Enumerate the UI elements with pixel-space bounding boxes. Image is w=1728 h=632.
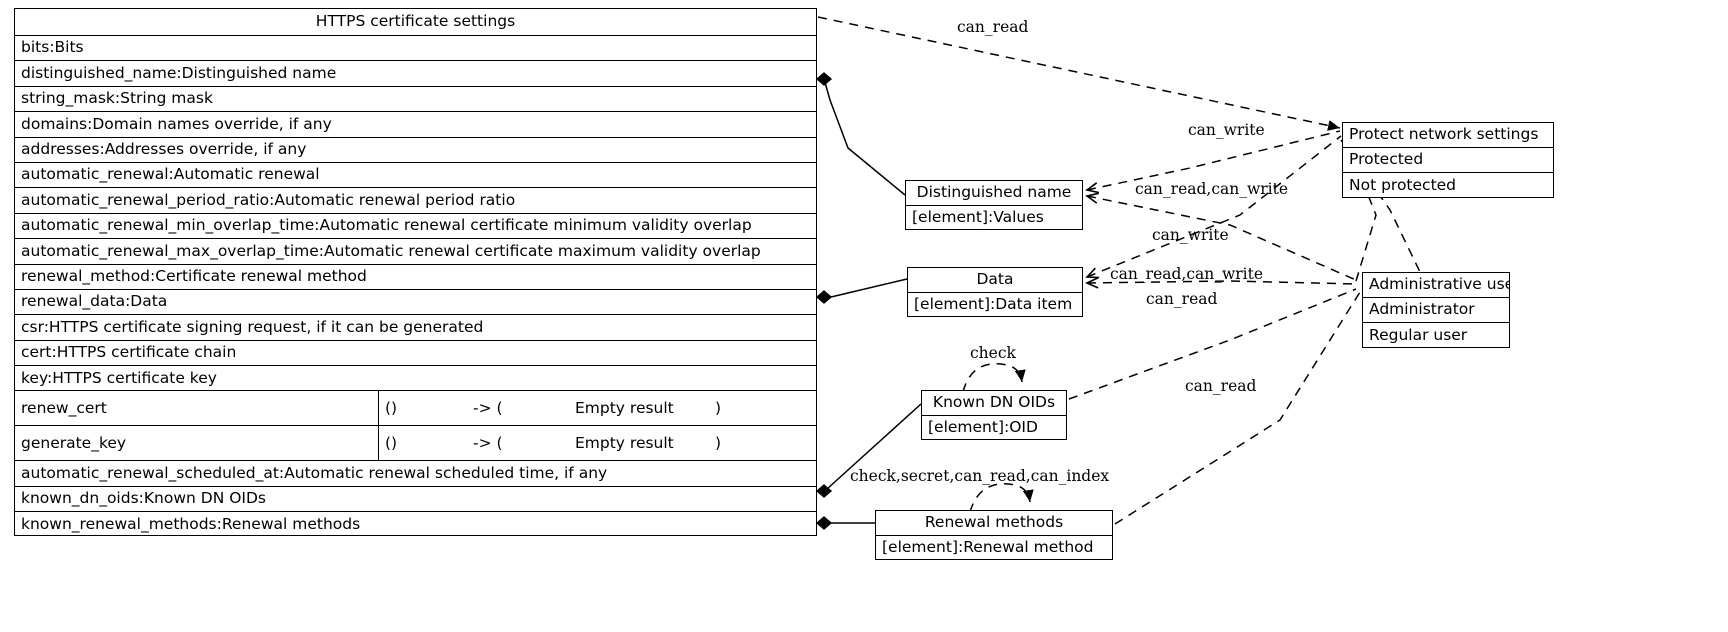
edge-label-can-write-2: can_write xyxy=(1152,226,1229,244)
attribute-row: automatic_renewal_period_ratio:Automatic… xyxy=(15,188,816,214)
class-title: Administrative user xyxy=(1363,273,1509,298)
class-data: Data [element]:Data item xyxy=(907,267,1083,317)
operation-signature: () -> ( Empty result ) xyxy=(379,391,816,425)
enum-row: Protected xyxy=(1343,148,1553,173)
attribute-row: known_dn_oids:Known DN OIDs xyxy=(15,487,816,513)
edge-label-can-write-1: can_write xyxy=(1188,121,1265,139)
attribute-row: bits:Bits xyxy=(15,36,816,62)
dep-main-protect xyxy=(817,16,1341,131)
class-title: Protect network settings xyxy=(1343,123,1553,148)
class-distinguished-name: Distinguished name [element]:Values xyxy=(905,180,1083,230)
attribute-row: automatic_renewal_min_overlap_time:Autom… xyxy=(15,214,816,240)
edge-label-can-read-lower: can_read xyxy=(1185,377,1257,395)
edge-label-can-read-can-write-1: can_read,can_write xyxy=(1135,180,1289,198)
dep-renewal-admin xyxy=(1114,291,1361,525)
operation-signature: () -> ( Empty result ) xyxy=(379,426,816,460)
class-administrative-user: Administrative user Administrator Regula… xyxy=(1362,272,1510,348)
operation-name: generate_key xyxy=(15,426,379,461)
selfloop-renewal xyxy=(969,483,1034,513)
enum-row: Not protected xyxy=(1349,175,1457,194)
class-title: Data xyxy=(908,268,1082,293)
attribute-row: distinguished_name:Distinguished name xyxy=(15,61,816,87)
class-protect-network-settings: Protect network settings Protected Not p… xyxy=(1342,122,1554,198)
enum-row: Regular user xyxy=(1369,325,1468,344)
edge-label-can-read-top: can_read xyxy=(957,18,1029,36)
enum-row: Administrator xyxy=(1363,298,1509,323)
link-data xyxy=(830,278,908,298)
attribute-row: [element]:Renewal method xyxy=(882,538,1094,557)
class-title: Known DN OIDs xyxy=(922,391,1066,416)
operation-close-paren: ) xyxy=(715,398,722,417)
attribute-row: automatic_renewal_max_overlap_time:Autom… xyxy=(15,239,816,265)
attribute-row: key:HTTPS certificate key xyxy=(15,366,816,392)
attribute-row: automatic_renewal:Automatic renewal xyxy=(15,163,816,189)
composition-diamond-dn xyxy=(815,72,833,86)
attribute-row: renewal_data:Data xyxy=(15,290,816,316)
attribute-row: [element]:Values xyxy=(912,208,1044,227)
operation-name: renew_cert xyxy=(15,391,379,426)
attribute-row: csr:HTTPS certificate signing request, i… xyxy=(15,315,816,341)
attribute-row: string_mask:String mask xyxy=(15,87,816,113)
composition-diamond-renewal xyxy=(815,516,833,530)
operation-close-paren: ) xyxy=(715,433,722,452)
dep-data-protect xyxy=(1085,135,1342,279)
attribute-row: domains:Domain names override, if any xyxy=(15,112,816,138)
operation-result: Empty result xyxy=(575,398,674,417)
attribute-row: addresses:Addresses override, if any xyxy=(15,138,816,163)
link-dn xyxy=(823,78,906,196)
attribute-row: known_renewal_methods:Renewal methods xyxy=(21,515,361,534)
operation-row: generate_key () -> ( Empty result ) xyxy=(15,426,816,462)
class-https-certificate-settings: HTTPS certificate settings bits:Bits dis… xyxy=(14,8,817,536)
class-title: Renewal methods xyxy=(876,511,1112,536)
operation-arrow: -> ( xyxy=(473,398,503,417)
attribute-row: cert:HTTPS certificate chain xyxy=(15,341,816,367)
attribute-row: renewal_method:Certificate renewal metho… xyxy=(15,265,816,290)
attribute-row: automatic_renewal_scheduled_at:Automatic… xyxy=(15,461,816,487)
class-renewal-methods: Renewal methods [element]:Renewal method xyxy=(875,510,1113,560)
class-title: Distinguished name xyxy=(906,181,1082,206)
operation-args: () xyxy=(385,398,398,417)
operation-arrow: -> ( xyxy=(473,433,503,452)
class-title: HTTPS certificate settings xyxy=(15,9,816,36)
attribute-row: [element]:OID xyxy=(928,418,1038,437)
attribute-row: [element]:Data item xyxy=(914,295,1073,314)
edge-label-check: check xyxy=(970,344,1016,362)
composition-diamond-data xyxy=(815,290,833,304)
operation-row: renew_cert () -> ( Empty result ) xyxy=(15,391,816,427)
selfloop-check xyxy=(962,363,1026,393)
operation-result: Empty result xyxy=(575,433,674,452)
edge-label-can-read-mid: can_read xyxy=(1146,290,1218,308)
class-known-dn-oids: Known DN OIDs [element]:OID xyxy=(921,390,1067,440)
composition-diamond-oids xyxy=(815,484,833,498)
operation-args: () xyxy=(385,433,398,452)
edge-label-can-read-can-write-2: can_read,can_write xyxy=(1110,265,1264,283)
edge-label-check-secret-can-read-can-index: check,secret,can_read,can_index xyxy=(850,467,1110,485)
